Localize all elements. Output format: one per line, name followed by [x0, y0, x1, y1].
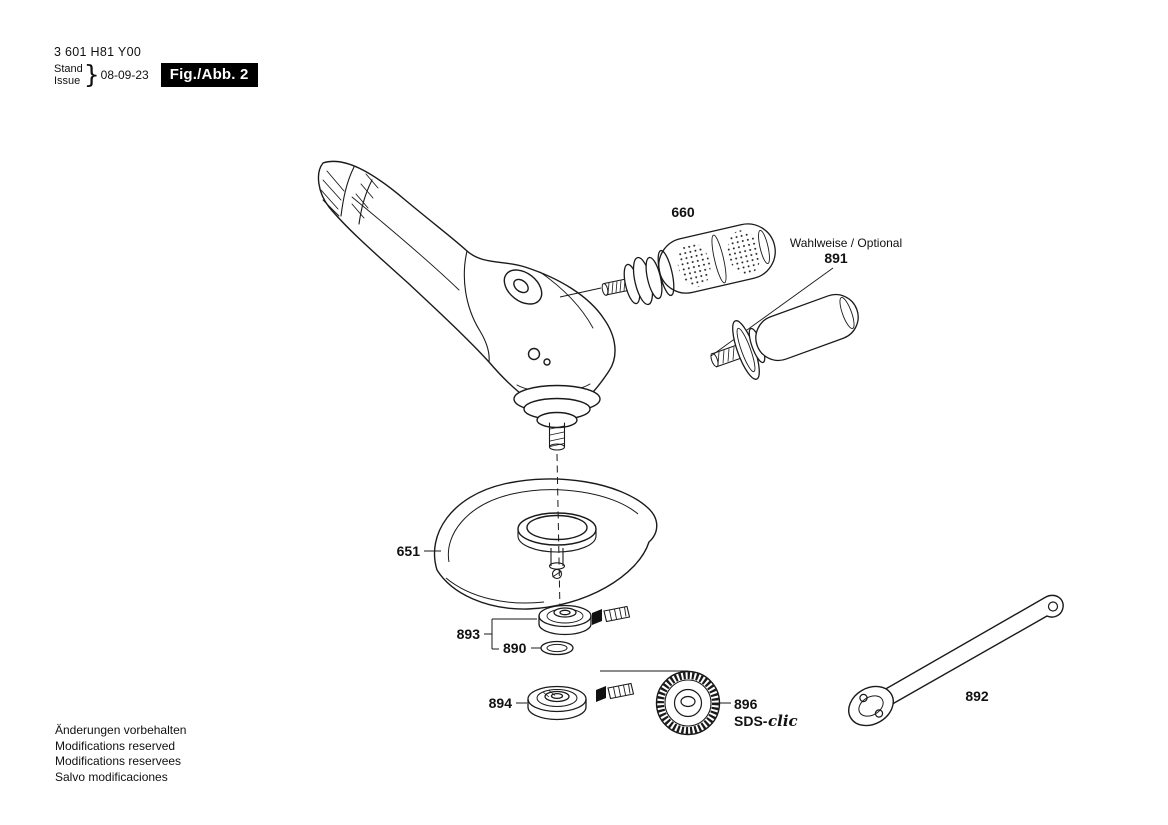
flange-894-hatch: [542, 690, 556, 698]
assembly-axis-dashed: [556, 453, 561, 613]
assembly-line-handle-660: [559, 287, 602, 298]
handle-891-stud: [710, 344, 741, 368]
nut-896-knurl: [657, 672, 719, 734]
legal-line-en: Modifications reserved: [55, 738, 176, 753]
wrench-pin-2: [874, 709, 884, 718]
leader-891: [710, 267, 834, 357]
flange-893-bore: [559, 609, 571, 616]
nut-896-outer: [655, 670, 721, 736]
revision-labels: Stand Issue: [54, 63, 83, 87]
pin-wrench-892: [848, 594, 1064, 727]
flange-894-ring: [536, 689, 578, 707]
angle-grinder-body: [317, 160, 616, 451]
handle-891-flange-inner: [736, 327, 756, 373]
revision-block: Stand Issue } 08-09-23 Fig./Abb. 2: [54, 60, 258, 89]
legal-line-es: Salvo modificaciones: [55, 769, 168, 784]
handle-660-grip-dots-1: [677, 242, 711, 288]
label-660: 660: [671, 204, 695, 220]
label-890: 890: [503, 640, 527, 656]
handle-660-grip-dots-2: [727, 230, 761, 275]
wrench-pin-1: [859, 693, 868, 703]
spindle-thread: [548, 422, 566, 451]
revision-date: 08-09-23: [100, 68, 149, 82]
guard-clamp-ring: [517, 512, 597, 553]
vent-hatching: [320, 170, 379, 219]
rear-cap-line: [340, 166, 355, 217]
flange-894-hub: [544, 690, 570, 703]
revision-label-de: Stand: [54, 63, 83, 75]
label-893: 893: [457, 626, 481, 642]
head-separation-line: [463, 250, 490, 363]
legal-notice: Änderungen vorbehalten Modifications res…: [55, 723, 186, 785]
part-number: 3 601 H81 Y00: [54, 45, 142, 59]
mounting-flange-893: [538, 604, 592, 636]
nut-896-hub: [680, 695, 696, 708]
spindle-lock-button: [513, 278, 529, 294]
label-894: 894: [489, 695, 513, 711]
head-contour: [539, 271, 594, 329]
legal-line-fr: Modifications reservees: [55, 754, 182, 768]
title-block: 3 601 H81 Y00 Stand Issue } 08-09-23 Fig…: [54, 45, 258, 87]
label-896: 896: [734, 696, 758, 712]
optional-handle-891: [710, 267, 859, 380]
wrench-bar: [882, 594, 1064, 706]
handle-660-grip-ring: [711, 234, 727, 284]
leader-lines: [424, 550, 731, 704]
label-651: 651: [397, 543, 421, 559]
quick-clamp-detail-icon-2: [596, 682, 635, 702]
label-sds-prefix: SDS-: [734, 713, 768, 729]
head-screw: [527, 347, 541, 361]
flange-893-hub: [553, 607, 577, 618]
nut-896-inner-rim: [664, 679, 712, 727]
spindle-lock-boss: [503, 269, 543, 305]
assembly-lines: [556, 287, 602, 613]
clamping-flange-894: [527, 685, 587, 721]
guard-skirt-line: [445, 577, 545, 604]
figure-label: Fig./Abb. 2: [160, 63, 258, 87]
leader-893-bracket: [484, 618, 537, 650]
label-891: 891: [824, 250, 848, 266]
handle-660-collar: [657, 249, 675, 297]
head-screw-small: [543, 358, 551, 366]
part-labels: 660 Wahlweise / Optional 891 651 893 890…: [397, 204, 989, 730]
flange-894-bore: [550, 692, 564, 700]
spindle-collar: [536, 411, 578, 429]
aux-handle-660: [601, 223, 776, 306]
handle-660-stud: [601, 278, 629, 296]
label-892: 892: [965, 688, 989, 704]
quick-clamp-detail-icon-1: [592, 605, 631, 625]
guard-rim-line: [447, 489, 639, 563]
handle-660-end-contour: [758, 229, 770, 265]
handle-891-grip: [755, 293, 859, 362]
grinder-outline: [317, 160, 616, 400]
wheel-guard-651: [433, 478, 658, 610]
revision-label-en: Issue: [54, 75, 81, 87]
handle-891-grip-contour: [839, 296, 855, 330]
brace-glyph: }: [83, 60, 100, 89]
guard-clamp-screw: [548, 548, 566, 580]
label-sds-suffix: clic: [768, 712, 798, 730]
legal-line-de: Änderungen vorbehalten: [55, 723, 187, 737]
housing-contour: [351, 196, 460, 291]
label-optional-note: Wahlweise / Optional: [790, 236, 902, 250]
nut-896-face-ring: [673, 688, 703, 718]
wrench-hole: [1047, 601, 1059, 612]
o-ring-890: [540, 640, 574, 656]
quick-clamping-nut-896: [655, 670, 721, 736]
